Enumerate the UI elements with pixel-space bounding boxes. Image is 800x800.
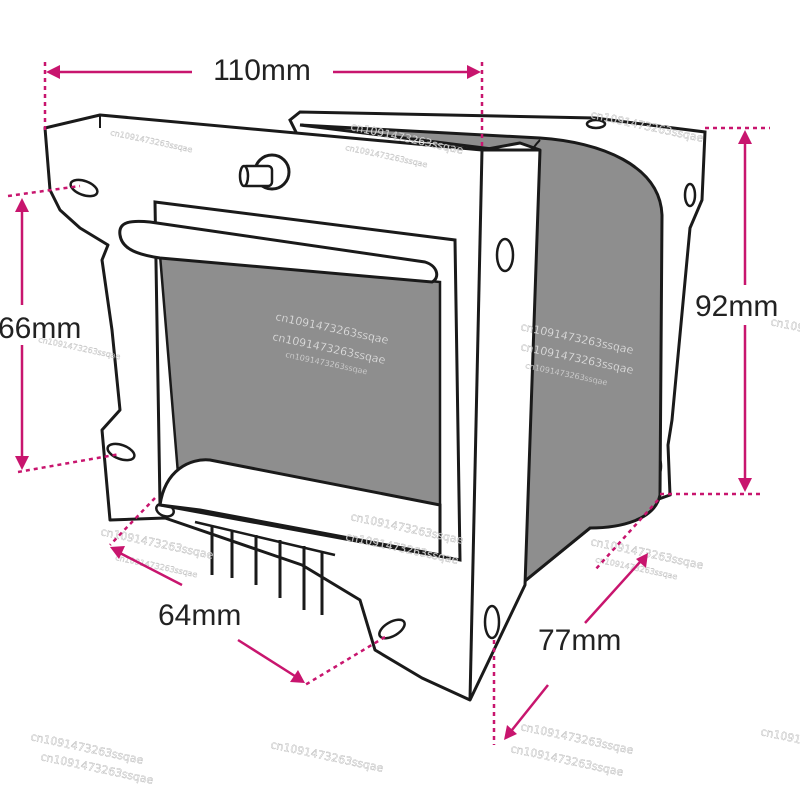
arrowhead bbox=[636, 553, 648, 568]
arrowhead bbox=[738, 130, 752, 144]
ground-screw bbox=[238, 153, 291, 191]
mounting-hole bbox=[495, 237, 515, 273]
arrowhead bbox=[467, 65, 481, 79]
frame-height-label: 66mm bbox=[0, 312, 81, 345]
dimension-arrowheads bbox=[15, 65, 752, 740]
mounting-hole bbox=[69, 178, 99, 198]
width-label: 110mm bbox=[213, 54, 311, 87]
mounting-holes bbox=[69, 178, 515, 640]
total-height-label: 92mm bbox=[695, 290, 778, 323]
arrowhead bbox=[290, 670, 305, 683]
arrowhead bbox=[15, 456, 29, 470]
arrowhead bbox=[738, 478, 752, 492]
dimension-lines bbox=[7, 62, 770, 745]
svg-text:cn1091473263ssqae: cn1091473263ssqae bbox=[269, 738, 384, 775]
arrowhead bbox=[46, 65, 60, 79]
mounting-hole bbox=[483, 604, 501, 640]
total-depth-label: 77mm bbox=[538, 624, 621, 657]
bracket-depth-label: 64mm bbox=[158, 599, 241, 632]
terminal-pins bbox=[194, 520, 336, 615]
arrowhead bbox=[504, 725, 517, 740]
svg-text:cn1091473263ssqae: cn1091473263ssqae bbox=[759, 725, 800, 762]
dimension-labels: 110mm 66mm 92mm 64mm 77mm bbox=[0, 54, 778, 657]
mounting-hole bbox=[378, 618, 406, 640]
frame-window bbox=[118, 200, 462, 562]
arrowhead bbox=[110, 546, 125, 559]
arrowhead bbox=[15, 198, 29, 212]
